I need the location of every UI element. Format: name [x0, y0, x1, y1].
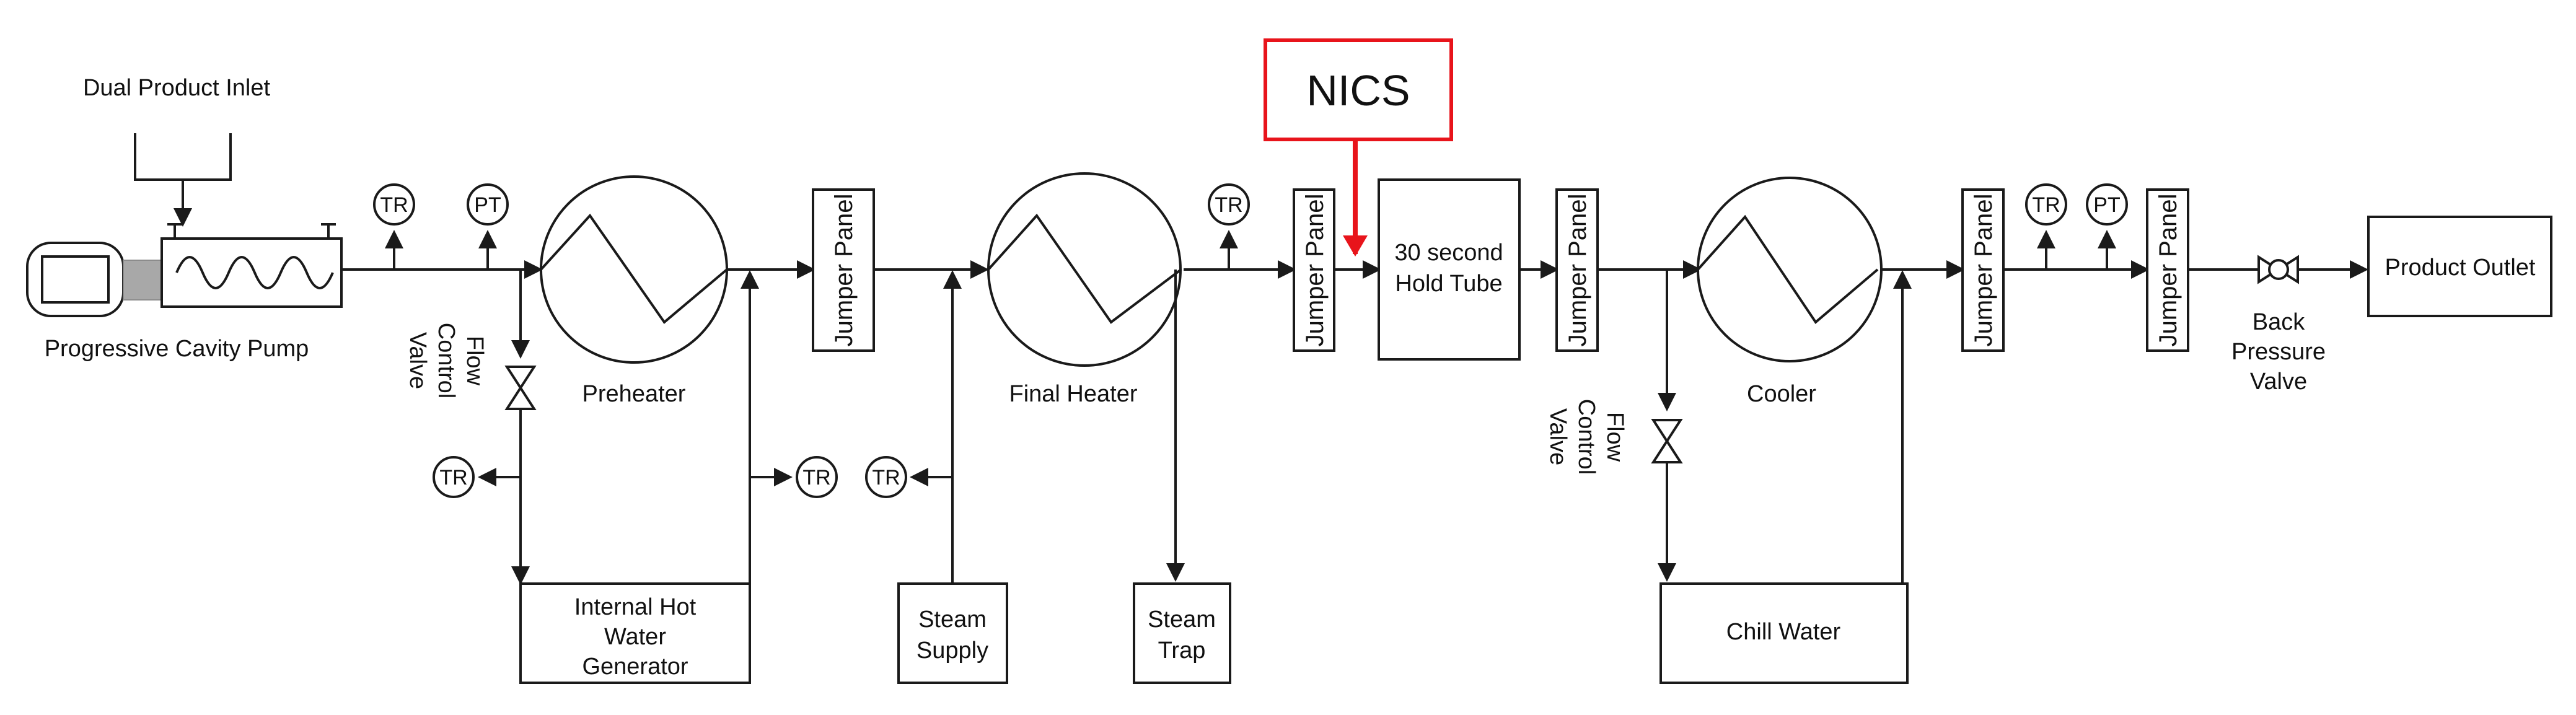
jumper-panel-5: Jumper Panel [2146, 188, 2189, 352]
svg-text:PT: PT [2093, 193, 2120, 217]
flow-control-valve-1-label: Flow Control Valve [405, 323, 488, 399]
back-pressure-valve-label-2: Pressure [2231, 339, 2326, 365]
hold-tube-label-2: Hold Tube [1395, 271, 1502, 297]
back-pressure-valve [2257, 255, 2299, 284]
pressure-gauge-1: PT [467, 183, 509, 226]
progressive-cavity-pump [26, 223, 343, 317]
temperature-gauge-1: TR [373, 183, 415, 226]
jumper-panel-4: Jumper Panel [1961, 188, 2005, 352]
flow-control-valve-2-label: Flow Control Valve [1545, 399, 1628, 475]
svg-text:Control: Control [1573, 399, 1599, 475]
svg-text:PT: PT [474, 193, 501, 217]
jumper-panel-2: Jumper Panel [1293, 188, 1335, 352]
svg-text:Jumper Panel: Jumper Panel [2155, 194, 2182, 347]
steam-supply-box [897, 582, 1008, 684]
hot-water-generator-label-1: Internal Hot [574, 594, 697, 620]
cooler-label: Cooler [1747, 381, 1816, 407]
svg-text:TR: TR [439, 466, 467, 489]
product-outlet-label: Product Outlet [2385, 255, 2536, 281]
pressure-gauge-2: PT [2086, 183, 2128, 226]
inlet-hopper [134, 133, 232, 181]
svg-text:Jumper Panel: Jumper Panel [1564, 194, 1591, 347]
svg-text:Jumper Panel: Jumper Panel [830, 194, 858, 347]
steam-trap-label-2: Trap [1158, 638, 1206, 664]
hot-water-generator-label-3: Generator [582, 654, 688, 680]
chill-water-label: Chill Water [1726, 619, 1841, 645]
svg-text:TR: TR [802, 466, 830, 489]
hot-water-generator-box [519, 582, 751, 684]
hold-tube-label-1: 30 second [1394, 240, 1503, 266]
final-heater-label: Final Heater [1009, 381, 1138, 407]
flow-control-valve-2 [1651, 419, 1683, 463]
nics-callout-box [1264, 38, 1453, 141]
svg-text:Valve: Valve [1545, 408, 1571, 465]
product-outlet-box [2367, 216, 2552, 317]
dual-product-inlet-label: Dual Product Inlet [83, 75, 270, 101]
steam-supply-label-2: Supply [917, 638, 988, 664]
temperature-gauge-2: TR [1208, 183, 1250, 226]
svg-text:TR: TR [872, 466, 900, 489]
steam-trap-box [1133, 582, 1231, 684]
svg-text:TR: TR [380, 193, 408, 217]
nics-label: NICS [1306, 66, 1410, 115]
svg-text:TR: TR [2032, 193, 2060, 217]
svg-text:TR: TR [1215, 193, 1242, 217]
svg-text:Flow: Flow [462, 336, 488, 386]
steam-supply-label-1: Steam [918, 607, 987, 633]
temperature-gauge-6: TR [865, 456, 907, 498]
temperature-gauge-3: TR [2025, 183, 2067, 226]
svg-text:Flow: Flow [1602, 412, 1628, 462]
jumper-panel-1: Jumper Panel [812, 188, 875, 352]
svg-text:Jumper Panel: Jumper Panel [1301, 194, 1329, 347]
preheater [540, 175, 728, 364]
svg-text:Jumper Panel: Jumper Panel [1970, 194, 1997, 347]
final-heater [987, 172, 1182, 367]
steam-trap-label-1: Steam [1148, 607, 1216, 633]
temperature-gauge-5: TR [796, 456, 838, 498]
pump-label: Progressive Cavity Pump [45, 336, 309, 362]
cooler [1697, 177, 1883, 362]
jumper-panel-3: Jumper Panel [1555, 188, 1599, 352]
chill-water-box [1659, 582, 1909, 684]
flow-control-valve-1 [504, 366, 537, 410]
back-pressure-valve-label-3: Valve [2250, 369, 2307, 395]
hot-water-generator-label-2: Water [604, 624, 666, 650]
preheater-label: Preheater [582, 381, 686, 407]
back-pressure-valve-label-1: Back [2253, 309, 2305, 335]
hold-tube-box [1378, 178, 1521, 361]
temperature-gauge-4: TR [433, 456, 475, 498]
svg-text:Control: Control [433, 323, 459, 399]
svg-text:Valve: Valve [405, 332, 431, 389]
